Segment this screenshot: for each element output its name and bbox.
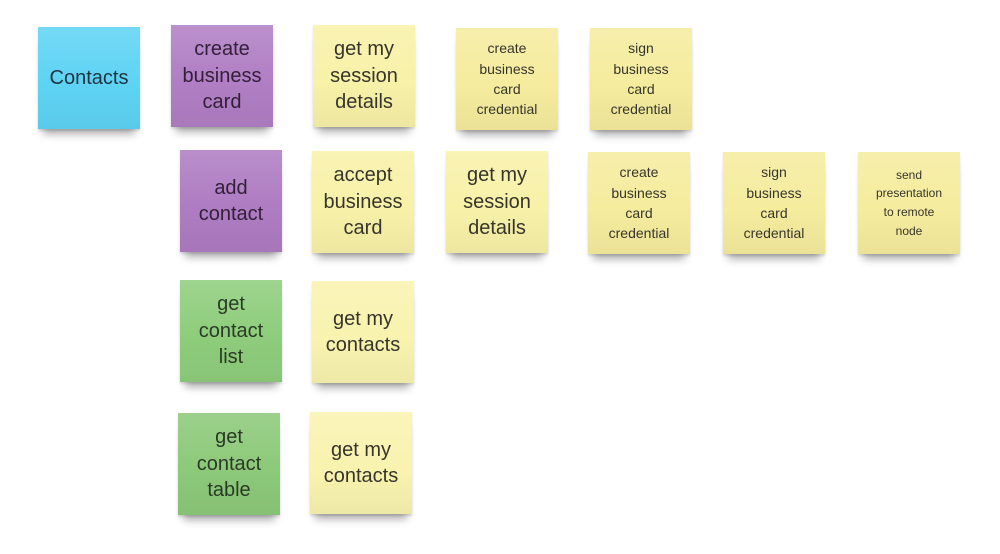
sticky-note-label: get my session details xyxy=(330,38,398,114)
sticky-note-get-contact-list[interactable]: get contact list xyxy=(180,280,282,382)
sticky-note-label: sign business card credential xyxy=(743,164,805,242)
sticky-note-add-contact[interactable]: add contact xyxy=(180,150,282,252)
sticky-note-create-business-card-credential-1[interactable]: create business card credential xyxy=(456,28,558,130)
sticky-note-create-business-card-credential-2[interactable]: create business card credential xyxy=(588,152,690,254)
sticky-note-label: get my contacts xyxy=(325,307,401,356)
sticky-note-label: get my contacts xyxy=(323,438,399,487)
sticky-note-get-my-contacts-1[interactable]: get my contacts xyxy=(312,281,414,383)
sticky-note-get-my-contacts-2[interactable]: get my contacts xyxy=(310,412,412,514)
sticky-note-label: get contact list xyxy=(198,293,264,369)
sticky-note-label: sign business card credential xyxy=(610,40,672,118)
sticky-note-accept-business-card[interactable]: accept business card xyxy=(312,151,414,253)
sticky-note-label: send presentation to remote node xyxy=(875,167,943,238)
sticky-note-create-business-card[interactable]: create business card xyxy=(171,25,273,127)
sticky-note-label: Contacts xyxy=(49,66,129,89)
sticky-note-sign-business-card-credential-1[interactable]: sign business card credential xyxy=(590,28,692,130)
sticky-note-get-my-session-details-2[interactable]: get my session details xyxy=(446,151,548,253)
sticky-note-get-contact-table[interactable]: get contact table xyxy=(178,413,280,515)
sticky-note-label: create business card credential xyxy=(608,164,670,242)
sticky-note-label: create business card xyxy=(182,38,262,114)
sticky-note-contacts[interactable]: Contacts xyxy=(38,27,140,129)
sticky-note-sign-business-card-credential-2[interactable]: sign business card credential xyxy=(723,152,825,254)
sticky-note-label: accept business card xyxy=(323,164,403,240)
sticky-note-label: create business card credential xyxy=(476,40,538,118)
sticky-note-send-presentation-to-remote-node[interactable]: send presentation to remote node xyxy=(858,152,960,254)
sticky-note-label: get contact table xyxy=(196,426,262,502)
sticky-note-label: add contact xyxy=(198,176,264,225)
sticky-note-label: get my session details xyxy=(463,164,531,240)
sticky-note-get-my-session-details-1[interactable]: get my session details xyxy=(313,25,415,127)
